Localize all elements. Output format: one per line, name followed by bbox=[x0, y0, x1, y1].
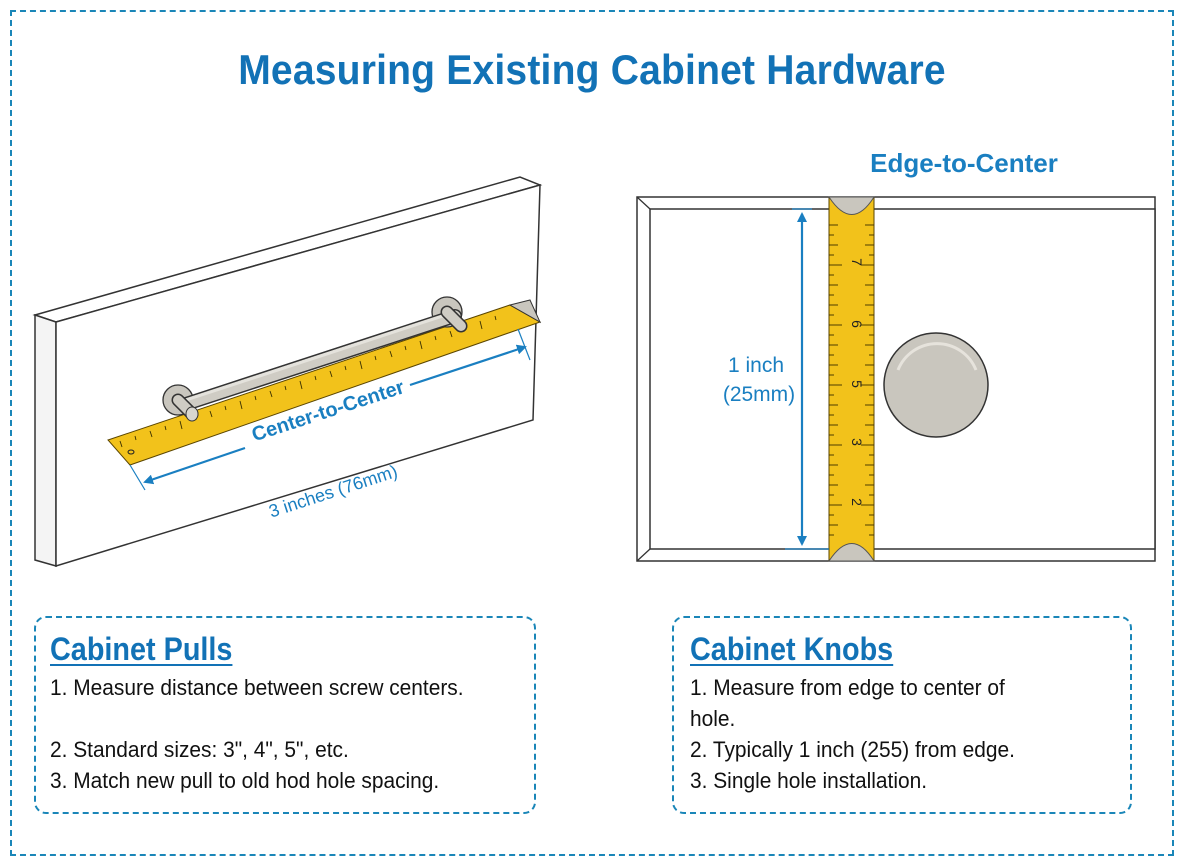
cabinet-knobs-card: Cabinet Knobs 1. Measure from edge to ce… bbox=[672, 616, 1132, 814]
bar-pull-handle-icon bbox=[162, 296, 468, 422]
page-title: Measuring Existing Cabinet Hardware bbox=[238, 46, 946, 93]
list-spacer bbox=[50, 703, 497, 734]
tape-number: 5 bbox=[849, 380, 865, 388]
tape-number: 6 bbox=[849, 320, 865, 328]
cabinet-knobs-title: Cabinet Knobs bbox=[690, 631, 894, 667]
tape-measure-vertical-icon: 7 6 5 3 2 bbox=[828, 196, 875, 562]
tape-measure-icon bbox=[107, 299, 542, 466]
knob-diagram: Edge-to-Center bbox=[636, 148, 1156, 562]
cabinet-pulls-title: Cabinet Pulls bbox=[50, 631, 233, 667]
knob-dimension-line1: 1 inch bbox=[728, 354, 784, 377]
list-item: 3. Match new pull to old hod hole spacin… bbox=[50, 768, 440, 793]
tape-number: 3 bbox=[849, 438, 865, 446]
pull-diagram: Center-to-Center 3 inches (76mm) bbox=[32, 176, 543, 568]
list-item: 2. Standard sizes: 3", 4", 5", etc. bbox=[50, 737, 349, 762]
vertical-dimension-arrow-icon bbox=[785, 208, 829, 550]
page-frame bbox=[10, 10, 1174, 856]
list-item: 1. Measure from edge to center of bbox=[690, 675, 1005, 700]
dimension-arrow-icon bbox=[129, 328, 531, 491]
list-item: hole. bbox=[690, 706, 736, 731]
cabinet-pulls-card: Cabinet Pulls 1. Measure distance betwee… bbox=[34, 616, 536, 814]
edge-to-center-heading: Edge-to-Center bbox=[870, 148, 1058, 178]
knob-dimension-line2: (25mm) bbox=[723, 383, 795, 406]
round-knob-icon bbox=[883, 332, 989, 438]
cabinet-knobs-list: 1. Measure from edge to center of hole. … bbox=[690, 672, 1114, 796]
tape-number: 7 bbox=[849, 258, 865, 266]
cabinet-pulls-list: 1. Measure distance between screw center… bbox=[50, 672, 520, 796]
tape-number: 2 bbox=[849, 498, 865, 506]
list-item: 3. Single hole installation. bbox=[690, 768, 928, 793]
list-item: 2. Typically 1 inch (255) from edge. bbox=[690, 737, 1015, 762]
list-item: 1. Measure distance between screw center… bbox=[50, 675, 464, 700]
